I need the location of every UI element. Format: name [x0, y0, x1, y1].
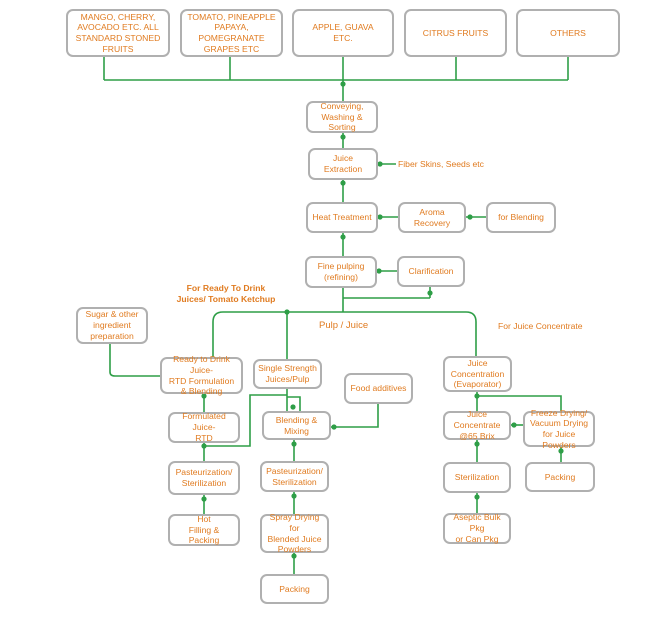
aroma-recovery: Aroma Recovery: [398, 202, 466, 233]
source-citrus: CITRUS FRUITS: [404, 9, 507, 57]
conveying-washing-sorting: Conveying, Washing & Sorting: [306, 101, 378, 133]
fine-pulping: Fine pulping (refining): [305, 256, 377, 288]
fiber-skins-label: Fiber Skins, Seeds etc: [398, 159, 484, 169]
ss-pasteurization: Pasteurization/ Sterilization: [260, 461, 329, 492]
rtd-formulation-blending: Ready to Drink Juice- RTD Formulation & …: [160, 354, 243, 396]
juice-extraction: Juice Extraction: [308, 148, 378, 180]
single-strength-juices: Single Strength Juices/Pulp: [253, 359, 322, 389]
for-blending: for Blending: [486, 202, 556, 233]
aseptic-bulk-packing: Aseptic Bulk Pkg or Can Pkg: [443, 512, 511, 544]
formulated-juice-rtd: Formulated Juice- RTD: [168, 411, 240, 443]
heat-treatment: Heat Treatment: [306, 202, 378, 233]
concentrate-sterilization: Sterilization: [443, 462, 511, 493]
juice-concentrate-brix: Juice Concentrate @65 Brix: [443, 409, 511, 441]
ss-packing: Packing: [260, 574, 329, 604]
hot-filling-packing: Hot Filling & Packing: [168, 514, 240, 546]
food-additives: Food additives: [344, 373, 413, 404]
sugar-ingredient-preparation: Sugar & other ingredient preparation: [76, 307, 148, 344]
freeze-vacuum-drying: Freeze Drying/ Vacuum Drying for Juice P…: [523, 408, 595, 450]
source-stoned-fruits: MANGO, CHERRY, AVOCADO ETC. ALL STANDARD…: [66, 9, 170, 57]
concentrate-packing: Packing: [525, 462, 595, 492]
source-apple-guava: APPLE, GUAVA ETC.: [292, 9, 394, 57]
juice-concentration-evaporator: Juice Concentration (Evaporator): [443, 356, 512, 392]
ready-to-drink-label: For Ready To Drink Juices/ Tomato Ketchu…: [176, 283, 276, 304]
juice-concentrate-label: For Juice Concentrate: [498, 321, 583, 331]
source-tomato-pineapple: TOMATO, PINEAPPLE PAPAYA, POMEGRANATE GR…: [180, 9, 283, 57]
source-others: OTHERS: [516, 9, 620, 57]
blending-mixing: Blending & Mixing: [262, 411, 331, 440]
pulp-juice-label: Pulp / Juice: [319, 320, 369, 331]
rtd-pasteurization: Pasteurization/ Sterilization: [168, 461, 240, 495]
spray-drying: Spray Drying for Blended Juice Powders: [260, 512, 329, 554]
clarification: Clarification: [397, 256, 465, 287]
